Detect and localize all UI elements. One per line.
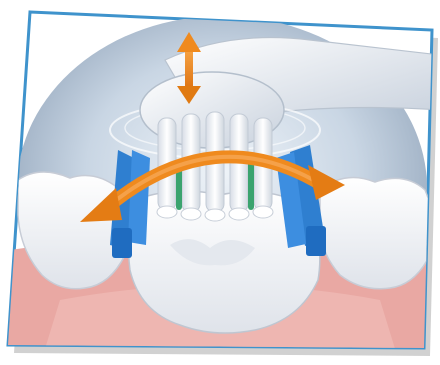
right-molar (320, 178, 433, 289)
